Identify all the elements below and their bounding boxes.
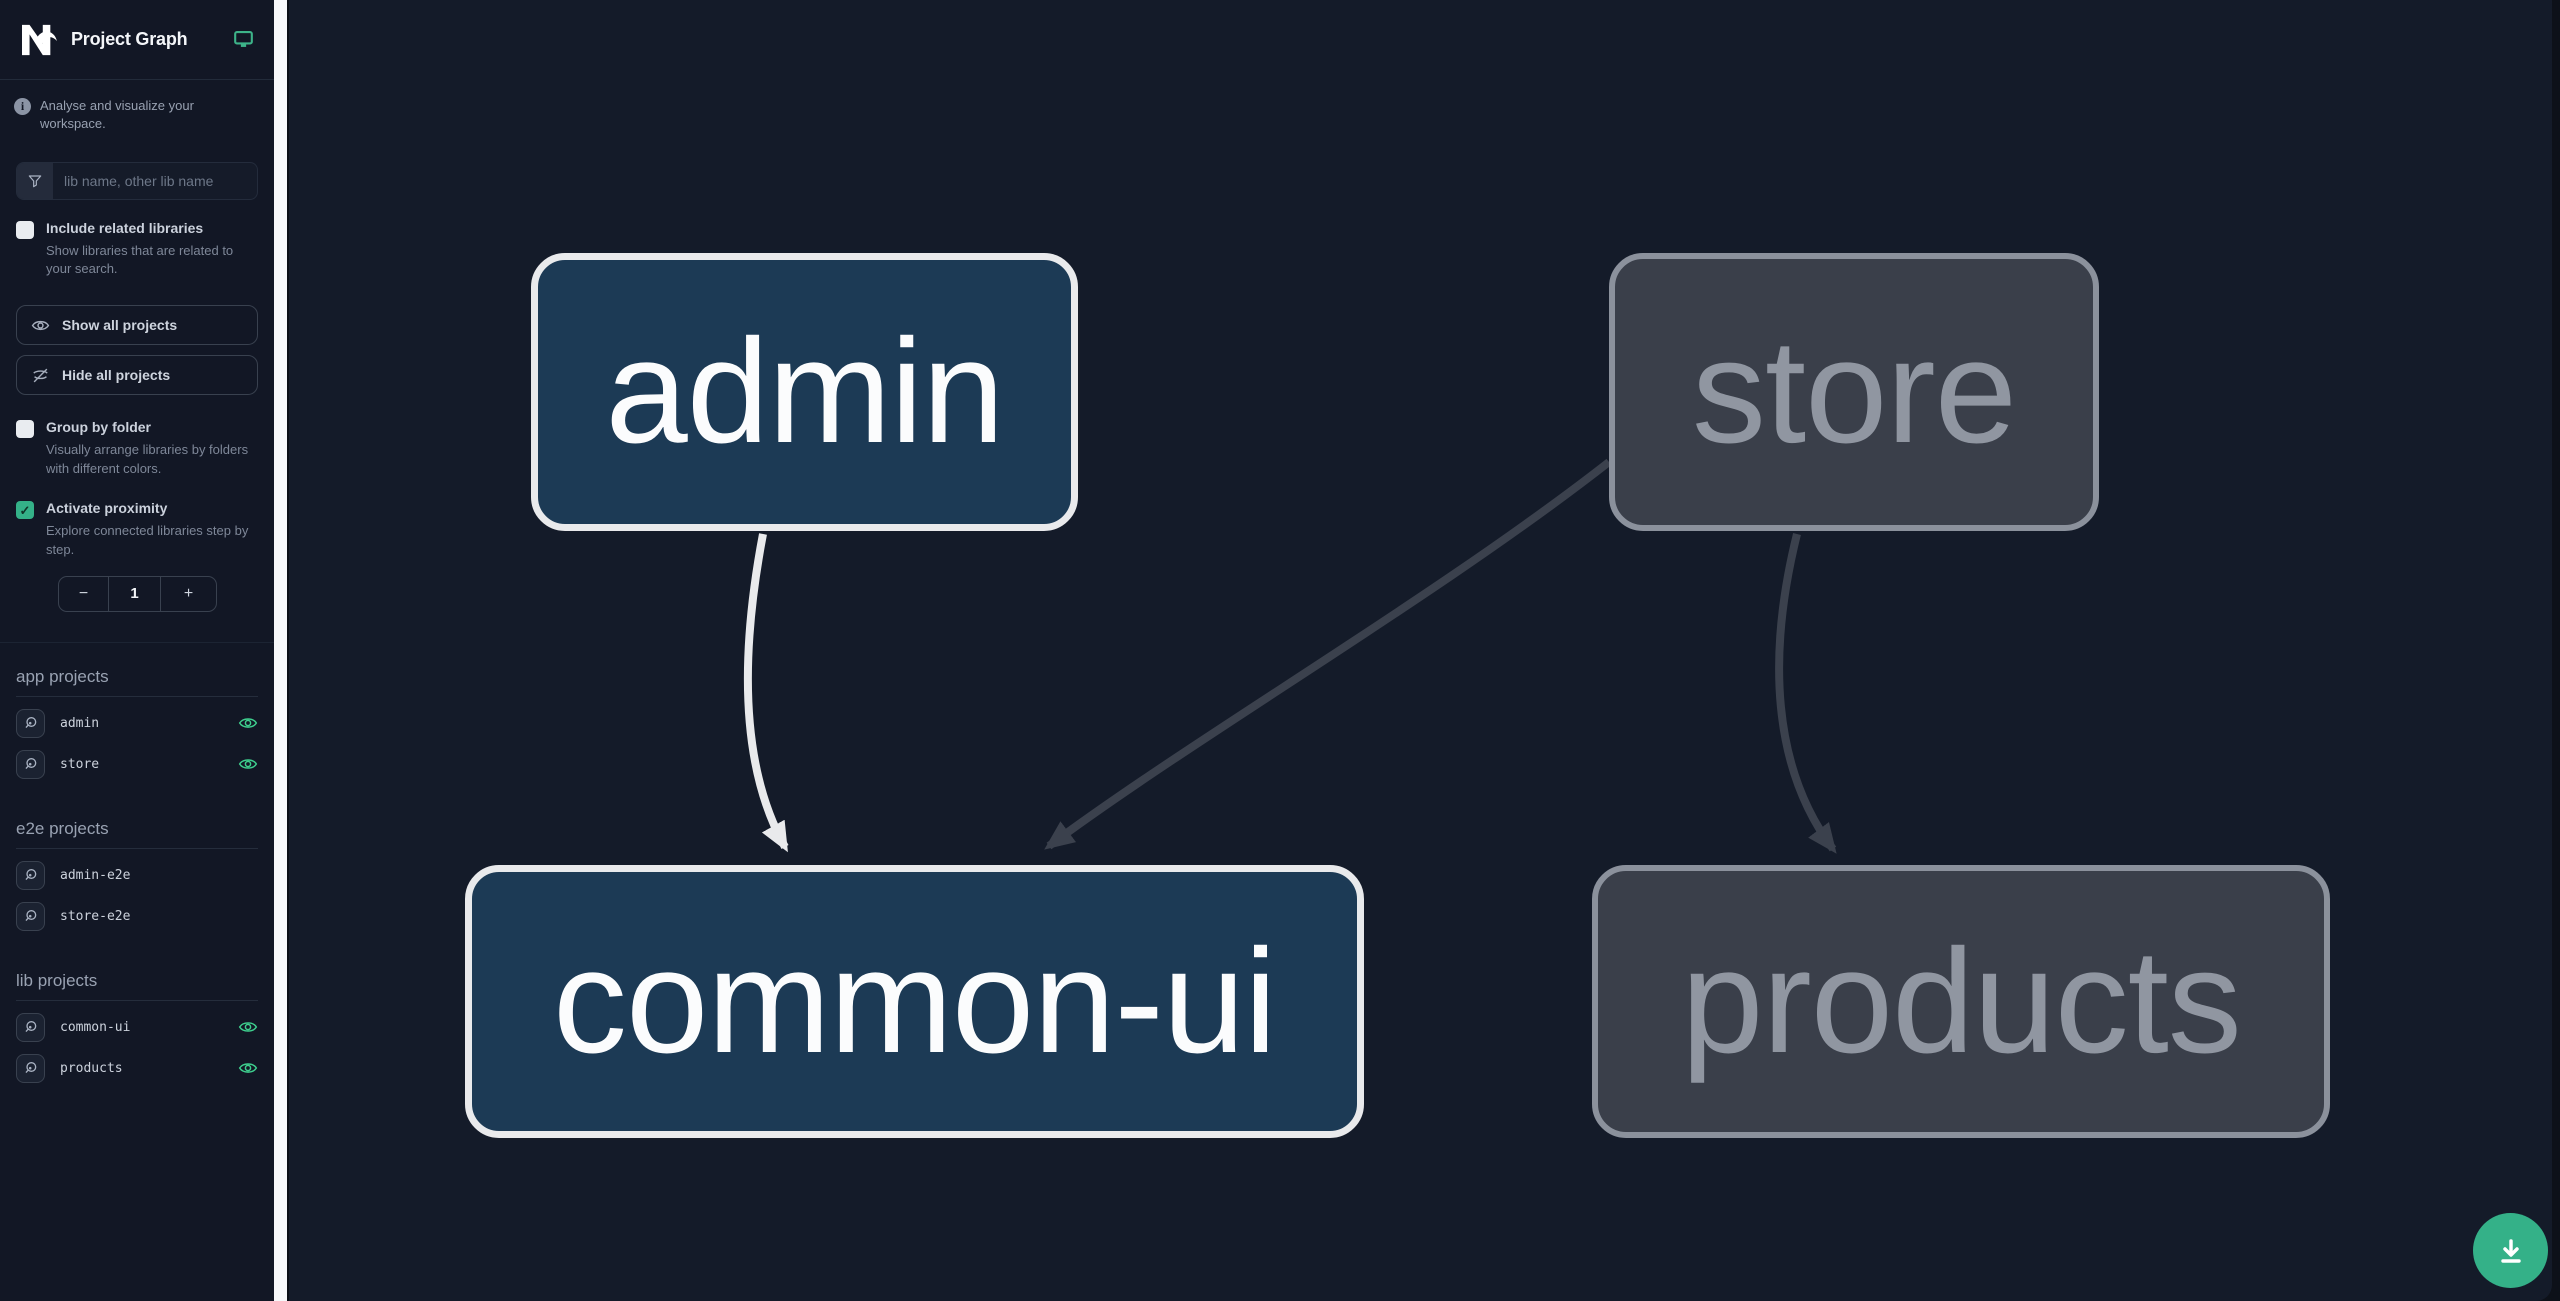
node-label: common-ui [553, 918, 1277, 1084]
focus-project-icon[interactable] [16, 749, 45, 779]
eye-off-icon [33, 368, 48, 383]
toggle-visibility-eye-icon[interactable] [238, 754, 258, 774]
group-by-folder-checkbox[interactable] [16, 420, 34, 439]
section-title: e2e projects [16, 819, 258, 849]
focus-project-icon[interactable] [16, 1012, 45, 1042]
nx-logo [22, 24, 57, 55]
project-list-divider [0, 641, 274, 643]
proximity-stepper: − 1 + [58, 575, 217, 612]
dependency-edges [743, 458, 1837, 854]
project-row-admin: admin [16, 708, 258, 738]
group-by-folder-row: Group by folder Visually arrange librari… [16, 419, 258, 478]
download-image-button[interactable] [2473, 1213, 2548, 1288]
focus-project-icon[interactable] [16, 708, 45, 738]
graph-node-admin[interactable]: admin [531, 253, 1078, 531]
section-title: lib projects [16, 971, 258, 1001]
activate-proximity-row: ✓ Activate proximity Explore connected l… [16, 500, 258, 559]
include-related-checkbox[interactable] [16, 221, 34, 240]
focus-project-icon[interactable] [16, 901, 45, 931]
section-title: app projects [16, 667, 258, 697]
proximity-decrement-button[interactable]: − [59, 576, 109, 611]
toggle-visibility-eye-icon[interactable] [238, 1017, 258, 1037]
node-label: products [1681, 918, 2242, 1084]
sidebar-header: Project Graph [0, 0, 274, 80]
group-by-folder-label: Group by folder [46, 419, 151, 436]
project-name[interactable]: admin [60, 715, 100, 731]
group-by-folder-description: Visually arrange libraries by folders wi… [46, 441, 249, 476]
toggle-visibility-eye-icon[interactable] [238, 1058, 258, 1078]
focus-project-icon[interactable] [16, 860, 45, 890]
project-search [16, 162, 258, 201]
activate-proximity-label: Activate proximity [46, 500, 168, 517]
edge-store-to-products [1775, 533, 1837, 854]
activate-proximity-checkbox[interactable]: ✓ [16, 501, 34, 520]
info-icon: i [14, 98, 31, 115]
page-title: Project Graph [71, 29, 188, 49]
edge-admin-to-common-ui [743, 533, 789, 853]
graph-node-products[interactable]: products [1592, 865, 2330, 1138]
graph-node-common-ui[interactable]: common-ui [465, 865, 1364, 1138]
eye-icon [31, 320, 50, 330]
focus-project-icon[interactable] [16, 1053, 45, 1083]
section-app-projects: app projects admin store [16, 667, 258, 779]
include-related-label: Include related libraries [46, 220, 204, 237]
section-lib-projects: lib projects common-ui products [16, 971, 258, 1083]
filter-funnel-icon [17, 163, 53, 200]
project-row-products: products [16, 1053, 258, 1083]
show-all-label: Show all projects [62, 317, 178, 334]
project-name[interactable]: common-ui [60, 1019, 131, 1035]
tagline-text: Analyse and visualize your workspace. [40, 98, 194, 131]
toggle-visibility-eye-icon[interactable] [238, 713, 258, 733]
node-label: store [1691, 309, 2017, 474]
proximity-value: 1 [130, 585, 139, 603]
edge-store-to-common-ui [1044, 458, 1612, 850]
graph-canvas[interactable]: admin store common-ui products [289, 0, 2552, 1301]
hide-all-label: Hide all projects [62, 367, 171, 384]
hide-all-projects-button[interactable]: Hide all projects [16, 355, 258, 396]
include-related-row: Include related libraries Show libraries… [16, 220, 258, 279]
project-name[interactable]: store-e2e [60, 908, 131, 924]
section-e2e-projects: e2e projects admin-e2e store-e2e [16, 819, 258, 931]
check-icon: ✓ [19, 502, 31, 518]
project-row-admin-e2e: admin-e2e [16, 860, 258, 890]
project-name[interactable]: store [60, 756, 100, 772]
search-input[interactable] [53, 163, 257, 200]
project-row-store-e2e: store-e2e [16, 901, 258, 931]
project-name[interactable]: admin-e2e [60, 867, 131, 883]
include-related-description: Show libraries that are related to your … [46, 242, 234, 277]
project-name[interactable]: products [60, 1060, 123, 1076]
download-icon [2500, 1238, 2521, 1263]
proximity-increment-button[interactable]: + [160, 576, 216, 611]
monitor-icon[interactable] [233, 29, 254, 50]
workspace-tagline: i Analyse and visualize your workspace. [0, 80, 274, 132]
show-all-projects-button[interactable]: Show all projects [16, 305, 258, 346]
node-label: admin [605, 309, 1004, 474]
sidebar-resizer-handle[interactable] [274, 0, 289, 1301]
project-row-store: store [16, 749, 258, 779]
graph-node-store[interactable]: store [1609, 253, 2099, 531]
sidebar: Project Graph i Analyse and visualize yo… [0, 0, 274, 1301]
project-row-common-ui: common-ui [16, 1012, 258, 1042]
activate-proximity-description: Explore connected libraries step by step… [46, 522, 249, 557]
